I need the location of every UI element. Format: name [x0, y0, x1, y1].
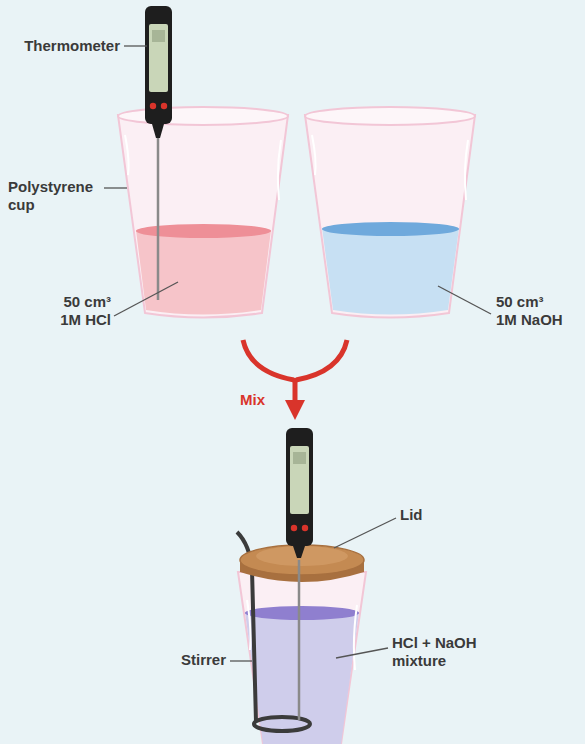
part-label: Stirrer [166, 651, 226, 669]
step-label: Mix [240, 391, 286, 409]
part-label: Polystyrene cup [8, 178, 103, 214]
naoh-surface [322, 222, 459, 236]
part-label: Lid [400, 506, 440, 524]
solution-label: 50 cm³ 1M NaOH [496, 293, 566, 329]
hcl-surface [136, 224, 271, 238]
mixture-surface [245, 606, 359, 620]
lid [240, 545, 364, 582]
polystyrene-cup [118, 107, 288, 318]
hcl-liquid [136, 230, 271, 315]
polystyrene-cup [305, 107, 475, 318]
naoh-liquid [322, 228, 459, 315]
mixture-liquid [245, 612, 359, 744]
solution-label: 50 cm³ 1M HCl [42, 293, 111, 329]
digital-thermometer [286, 428, 313, 720]
solution-label: HCl + NaOH mixture [392, 634, 487, 670]
digital-thermometer [145, 6, 172, 300]
leader-lines [104, 46, 491, 661]
part-label: Thermometer [18, 37, 120, 55]
